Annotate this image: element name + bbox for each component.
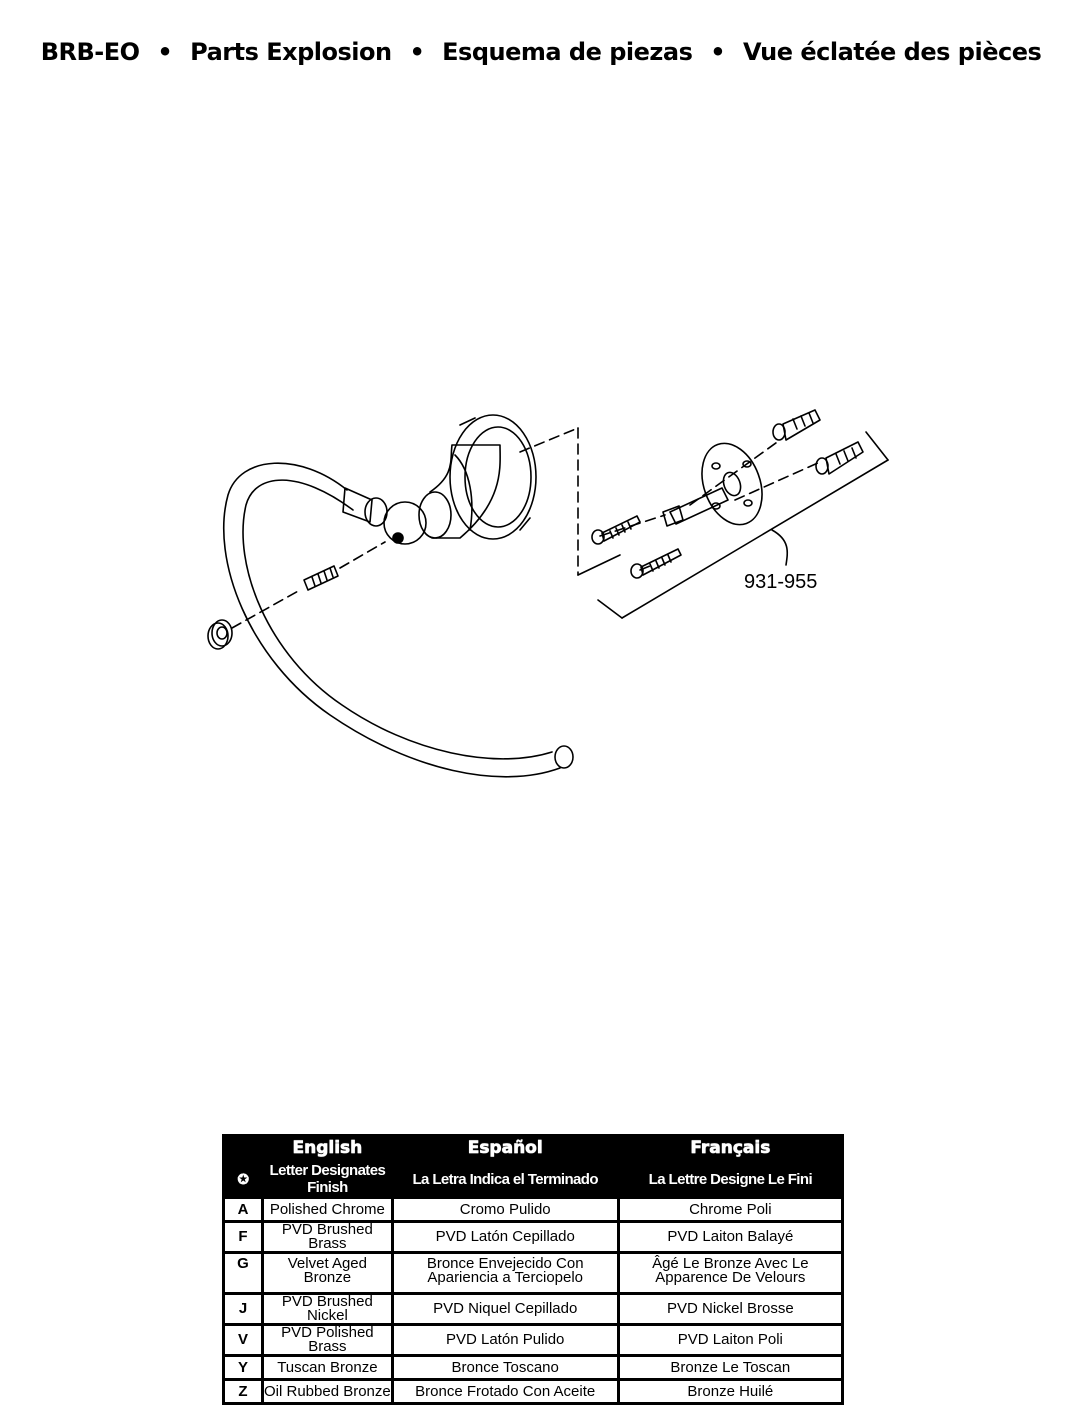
table-header-row: English Español Français <box>225 1137 841 1159</box>
finish-english: Polished Chrome <box>264 1199 391 1220</box>
title-english: Parts Explosion <box>190 38 392 66</box>
subheader-french: La Lettre Designe Le Fini <box>648 1170 813 1188</box>
finish-spanish: PVD Latón Pulido <box>393 1326 617 1354</box>
finish-code: A <box>225 1199 261 1220</box>
finish-code: Z <box>225 1381 261 1402</box>
title-separator: • <box>157 38 173 66</box>
wall-anchor <box>815 441 864 475</box>
subheader-english: Letter Designates Finish <box>269 1162 386 1196</box>
table-row: Z Oil Rubbed Bronze Bronce Frotado Con A… <box>225 1381 841 1402</box>
finish-french: PVD Laiton Poli <box>619 1326 841 1354</box>
wall-screw <box>630 548 682 579</box>
finish-french: Chrome Poli <box>619 1199 841 1220</box>
finish-french: PVD Nickel Brosse <box>619 1295 841 1323</box>
finish-spanish: Bronce Frotado Con Aceite <box>393 1381 617 1402</box>
finish-english: PVD Brushed Brass <box>264 1222 391 1251</box>
escutcheon <box>449 414 537 540</box>
title-separator: • <box>710 38 726 66</box>
table-row: A Polished Chrome Cromo Pulido Chrome Po… <box>225 1199 841 1220</box>
finish-spanish: Bronce Toscano <box>393 1357 617 1378</box>
finish-french: Bronze Le Toscan <box>619 1357 841 1378</box>
set-screw <box>303 565 339 591</box>
finish-english: PVD Brushed Nickel <box>264 1294 391 1323</box>
header-french: Français <box>690 1138 771 1159</box>
finish-french: Âgé Le Bronze Avec Le Apparence De Velou… <box>619 1254 841 1292</box>
finish-english: Tuscan Bronze <box>264 1357 391 1378</box>
part-number-label: 931-955 <box>744 571 818 593</box>
title-french: Vue éclatée des pièces <box>742 38 1042 66</box>
table-row: F PVD Brushed Brass PVD Latón Cepillado … <box>225 1222 841 1251</box>
finish-french: Bronze Huilé <box>619 1381 841 1402</box>
table-row: J PVD Brushed Nickel PVD Niquel Cepillad… <box>225 1294 841 1323</box>
finish-code: Y <box>225 1357 261 1378</box>
finish-spanish: Bronce Envejecido Con Apariencia a Terci… <box>393 1254 617 1292</box>
finish-code: G <box>225 1254 261 1292</box>
finish-spanish: PVD Niquel Cepillado <box>393 1295 617 1323</box>
finish-code: J <box>225 1295 261 1323</box>
ball-knob <box>383 501 427 545</box>
kit-bracket <box>577 427 889 619</box>
table-row: V PVD Polished Brass PVD Latón Pulido PV… <box>225 1325 841 1354</box>
finish-symbol-icon: ✪ <box>237 1170 249 1187</box>
mounting-post <box>418 444 501 539</box>
title-separator: • <box>409 38 425 66</box>
finish-code: V <box>225 1326 261 1354</box>
header-english: English <box>292 1138 363 1159</box>
finish-spanish: Cromo Pulido <box>393 1199 617 1220</box>
page-title: BRB-EO • Parts Explosion • Esquema de pi… <box>0 38 1082 66</box>
assembly-centerline <box>231 427 821 629</box>
wall-screw <box>591 515 641 545</box>
subheader-spanish: La Letra Indica el Terminado <box>412 1170 598 1188</box>
finish-french: PVD Laiton Balayé <box>619 1223 841 1251</box>
table-row: Y Tuscan Bronze Bronce Toscano Bronze Le… <box>225 1357 841 1378</box>
finish-spanish: PVD Latón Cepillado <box>393 1223 617 1251</box>
finish-table: English Español Français ✪ Letter Design… <box>222 1134 844 1405</box>
cap-plug <box>207 619 233 650</box>
mounting-bracket <box>662 442 763 527</box>
towel-ring <box>222 462 574 778</box>
finish-english: Velvet Aged Bronze <box>264 1254 391 1292</box>
title-spanish: Esquema de piezas <box>442 38 693 66</box>
wall-anchor <box>772 409 821 441</box>
table-subheader-row: ✪ Letter Designates Finish La Letra Indi… <box>225 1162 841 1196</box>
header-spanish: Español <box>467 1138 543 1159</box>
model-number: BRB-EO <box>40 38 140 66</box>
table-row: G Velvet Aged Bronze Bronce Envejecido C… <box>225 1254 841 1292</box>
finish-english: PVD Polished Brass <box>264 1325 391 1354</box>
finish-code: F <box>225 1223 261 1251</box>
finish-english: Oil Rubbed Bronze <box>264 1381 391 1402</box>
